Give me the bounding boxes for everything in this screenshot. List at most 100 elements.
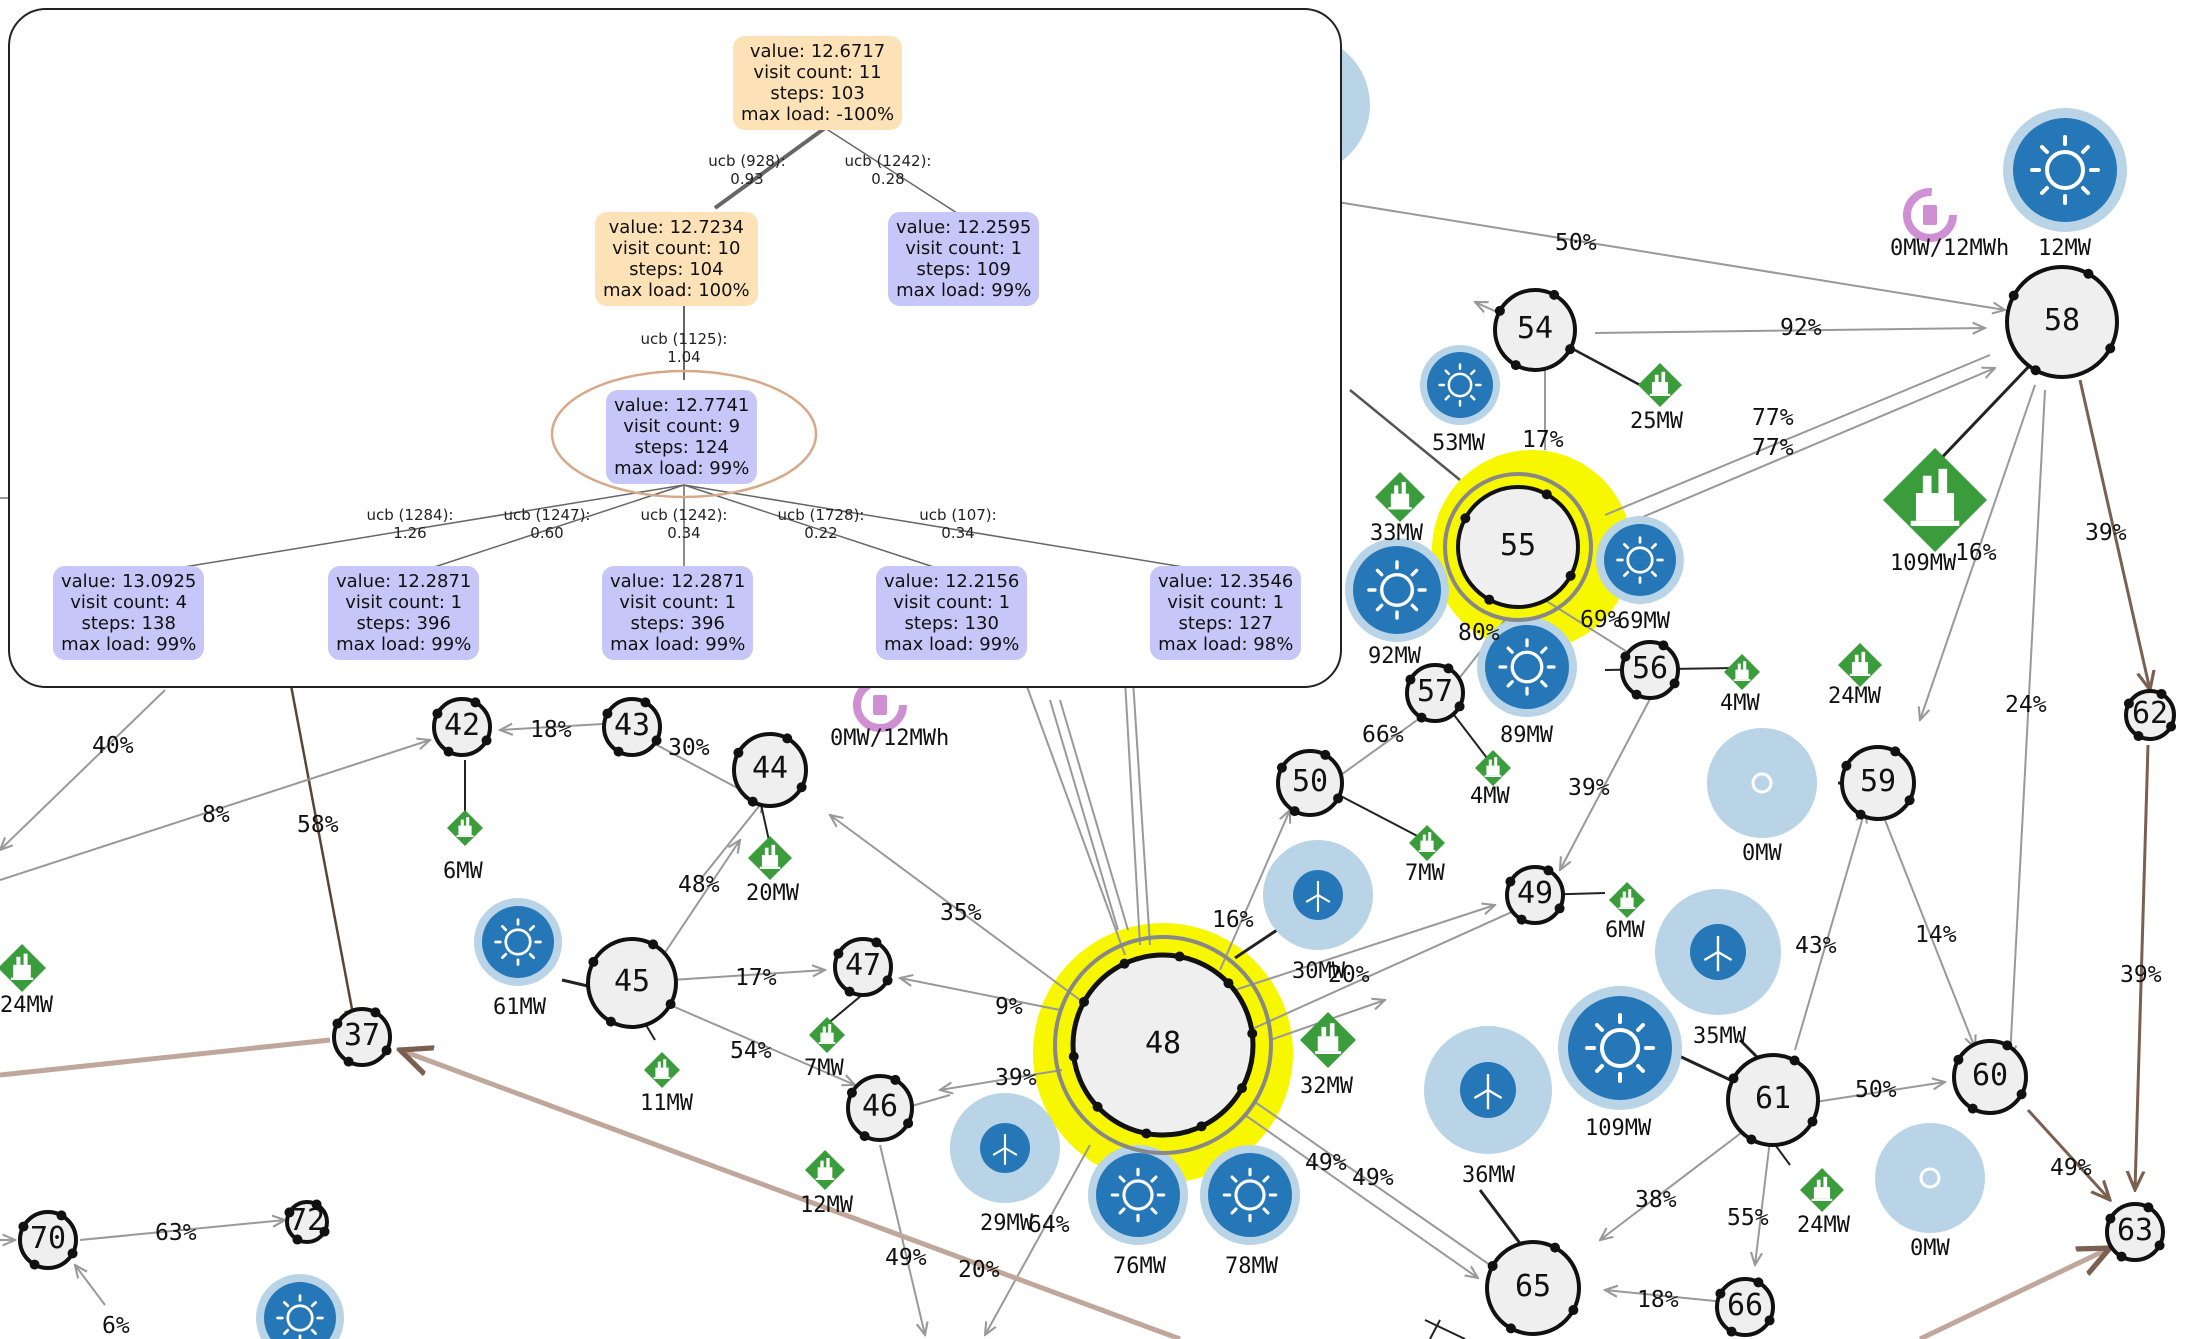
tree-root-node[interactable]: value: 12.6717 visit count: 11 steps: 10… bbox=[733, 36, 903, 130]
bus-58[interactable]: 58 bbox=[2005, 265, 2119, 379]
line-loading-label: 39% bbox=[995, 1065, 1037, 1091]
bus-port bbox=[782, 733, 793, 744]
search-tree-panel: value: 12.6717 visit count: 11 steps: 10… bbox=[8, 8, 1342, 688]
bus-port bbox=[292, 1234, 303, 1245]
bus-port bbox=[1554, 903, 1565, 914]
bus-port bbox=[1565, 344, 1576, 355]
line-loading-label: 24% bbox=[2005, 692, 2047, 718]
tree-node-visits: visit count: 1 bbox=[345, 592, 463, 613]
gen-label-nuclear-b: 0MW bbox=[1910, 1236, 1950, 1261]
tree-edge-label: ucb (1125):1.04 bbox=[640, 330, 728, 366]
bus-37[interactable]: 37 bbox=[332, 1007, 392, 1067]
bus-46[interactable]: 46 bbox=[846, 1074, 914, 1142]
tree-node-value: value: 12.7234 bbox=[608, 217, 745, 238]
load-12mw-icon: 12MW bbox=[800, 1150, 854, 1218]
bus-label: 66 bbox=[1727, 1288, 1763, 1323]
buses: 37 42 43 44 45 46 47 48 49 50 54 55 56 57 58 59 60 61 62 63… bbox=[18, 265, 2177, 1337]
solar-gen-partial bbox=[256, 1274, 344, 1339]
bus-42[interactable]: 42 bbox=[432, 697, 492, 757]
bus-54[interactable]: 54 bbox=[1493, 288, 1577, 372]
tree-node-visits: visit count: 1 bbox=[1167, 592, 1285, 613]
bus-port bbox=[1726, 1326, 1737, 1337]
tree-node-value: value: 12.3546 bbox=[1158, 571, 1294, 592]
bus-port bbox=[1510, 360, 1521, 371]
bus-port bbox=[903, 1118, 914, 1129]
bus-label: 46 bbox=[862, 1089, 898, 1124]
bus-port bbox=[1079, 996, 1090, 1007]
bus-60[interactable]: 60 bbox=[1952, 1039, 2028, 1115]
load-label: 25MW bbox=[1630, 409, 1684, 434]
load-24mw-icon: 24MW bbox=[1828, 643, 1882, 709]
bus-50[interactable]: 50 bbox=[1276, 749, 1344, 817]
bus-port bbox=[796, 782, 807, 793]
line-loading-label: 49% bbox=[1305, 1150, 1347, 1176]
tree-edge-label: ucb (107):0.34 bbox=[919, 506, 997, 542]
bus-55[interactable]: 55 bbox=[1456, 485, 1580, 609]
bus-port bbox=[2016, 1089, 2027, 1100]
tree-node-load: max load: 99% bbox=[614, 458, 750, 479]
tree-node-l3-2[interactable]: value: 12.2871 visit count: 1 steps: 396… bbox=[328, 566, 480, 660]
tree-node-l3-5[interactable]: value: 12.3546 visit count: 1 steps: 127… bbox=[1150, 566, 1302, 660]
tree-node-l3-1[interactable]: value: 13.0925 visit count: 4 steps: 138… bbox=[53, 566, 205, 660]
tree-node-l1-b[interactable]: value: 12.2595 visit count: 1 steps: 109… bbox=[888, 212, 1040, 306]
bus-port bbox=[2123, 698, 2134, 709]
tree-node-steps: steps: 138 bbox=[81, 613, 176, 634]
solar-gen-92mw bbox=[1345, 538, 1449, 642]
line-loading-label: 69% bbox=[1580, 607, 1622, 633]
gen-label-61mw: 61MW bbox=[493, 995, 547, 1020]
bus-port bbox=[1487, 1260, 1498, 1271]
bus-port bbox=[1807, 1116, 1818, 1127]
bus-port bbox=[1764, 1315, 1775, 1326]
load-label: 6MW bbox=[1605, 918, 1645, 943]
bus-56[interactable]: 56 bbox=[1620, 640, 1680, 700]
bus-port bbox=[1568, 1305, 1579, 1316]
wind-gen-36mw bbox=[1424, 1026, 1552, 1154]
tree-node-l1-a[interactable]: value: 12.7234 visit count: 10 steps: 10… bbox=[595, 212, 758, 306]
bus-port bbox=[370, 1007, 381, 1018]
bus-port bbox=[605, 1016, 616, 1027]
bus-65[interactable]: 65 bbox=[1485, 1240, 1581, 1336]
load-label: 32MW bbox=[1300, 1074, 1354, 1099]
bus-48[interactable]: 48 bbox=[1068, 951, 1258, 1139]
tree-node-l2-selected[interactable]: value: 12.7741 visit count: 9 steps: 124… bbox=[606, 390, 758, 484]
bus-label: 43 bbox=[614, 708, 650, 743]
bus-63[interactable]: 63 bbox=[2105, 1202, 2165, 1262]
storage-a-label: 0MW/12MWh bbox=[1890, 236, 2009, 261]
tree-node-steps: steps: 127 bbox=[1178, 613, 1273, 634]
tree-node-steps: steps: 130 bbox=[904, 613, 999, 634]
generators bbox=[256, 35, 2127, 1339]
line-loading-label: 16% bbox=[1212, 907, 1254, 933]
line-loading-label: 39% bbox=[1568, 775, 1610, 801]
bus-61[interactable]: 61 bbox=[1726, 1053, 1820, 1147]
tree-node-steps: steps: 124 bbox=[634, 437, 729, 458]
tree-node-l3-3[interactable]: value: 12.2871 visit count: 1 steps: 396… bbox=[602, 566, 754, 660]
line-loading-label: 16% bbox=[1955, 540, 1997, 566]
wind-gen-30mw bbox=[1263, 840, 1373, 950]
line-labels: 50%92%77%77%17%16%39%80%69%66%39%24%39%1… bbox=[92, 230, 2162, 1339]
load-label: 4MW bbox=[1470, 784, 1510, 809]
load-20mw-icon: 20MW bbox=[746, 836, 800, 906]
bus-70[interactable]: 70 bbox=[18, 1210, 78, 1270]
bus-47[interactable]: 47 bbox=[833, 937, 893, 997]
tree-edge-label: ucb (1242):0.28 bbox=[844, 152, 932, 188]
bus-port bbox=[1967, 1103, 1978, 1114]
load-label: 24MW bbox=[0, 993, 54, 1018]
bus-72[interactable]: 72 bbox=[284, 1199, 330, 1245]
bus-43[interactable]: 43 bbox=[602, 697, 662, 757]
bus-45[interactable]: 45 bbox=[586, 937, 678, 1029]
tree-node-load: max load: 99% bbox=[896, 280, 1032, 301]
bus-label: 55 bbox=[1500, 528, 1536, 563]
bus-59[interactable]: 59 bbox=[1840, 745, 1916, 821]
bus-62[interactable]: 62 bbox=[2123, 688, 2177, 742]
tree-node-l3-4[interactable]: value: 12.2156 visit count: 1 steps: 130… bbox=[876, 566, 1028, 660]
solar-gen-61mw bbox=[474, 898, 562, 986]
bus-57[interactable]: 57 bbox=[1405, 663, 1465, 723]
bus-44[interactable]: 44 bbox=[732, 732, 808, 808]
gen-label-92mw: 92MW bbox=[1368, 644, 1422, 669]
bus-49[interactable]: 49 bbox=[1505, 865, 1565, 925]
bus-port bbox=[1505, 1323, 1516, 1334]
bus-66[interactable]: 66 bbox=[1715, 1277, 1775, 1337]
load-24mw-icon: 24MW bbox=[1797, 1168, 1851, 1238]
